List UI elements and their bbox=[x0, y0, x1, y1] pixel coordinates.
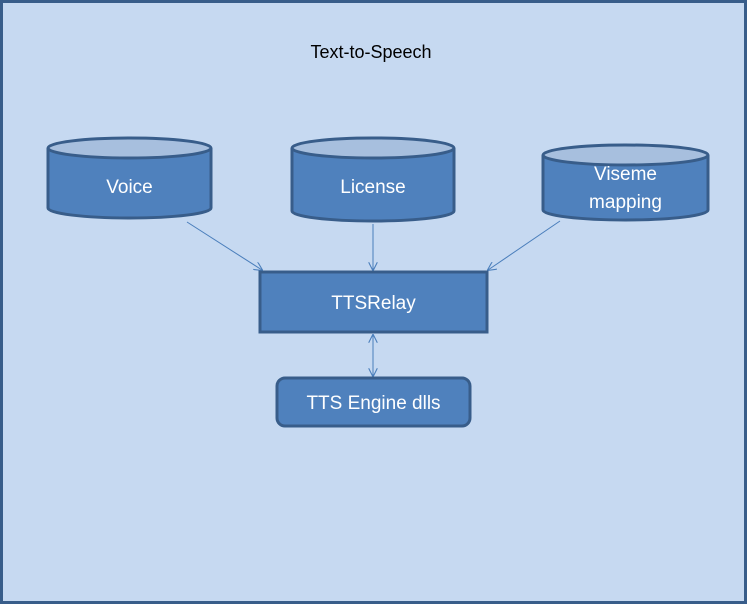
viseme-label-line2: mapping bbox=[589, 192, 662, 213]
tts-engine-label: TTS Engine dlls bbox=[306, 393, 440, 414]
voice-label: Voice bbox=[106, 177, 152, 198]
voice-to-relay-arrow bbox=[186, 221, 262, 270]
diagram-title: Text-to-Speech bbox=[310, 42, 431, 62]
viseme-label-line1: Viseme bbox=[594, 164, 657, 185]
license-label: License bbox=[340, 177, 406, 198]
license-cylinder: License bbox=[290, 136, 456, 223]
viseme-to-relay-arrow bbox=[488, 220, 561, 270]
tts-engine-box: TTS Engine dlls bbox=[275, 376, 472, 428]
tts-relay-label: TTSRelay bbox=[331, 293, 416, 314]
tts-relay-box: TTSRelay bbox=[258, 270, 489, 334]
viseme-mapping-cylinder: Viseme mapping bbox=[541, 143, 710, 222]
voice-cylinder: Voice bbox=[46, 136, 213, 220]
